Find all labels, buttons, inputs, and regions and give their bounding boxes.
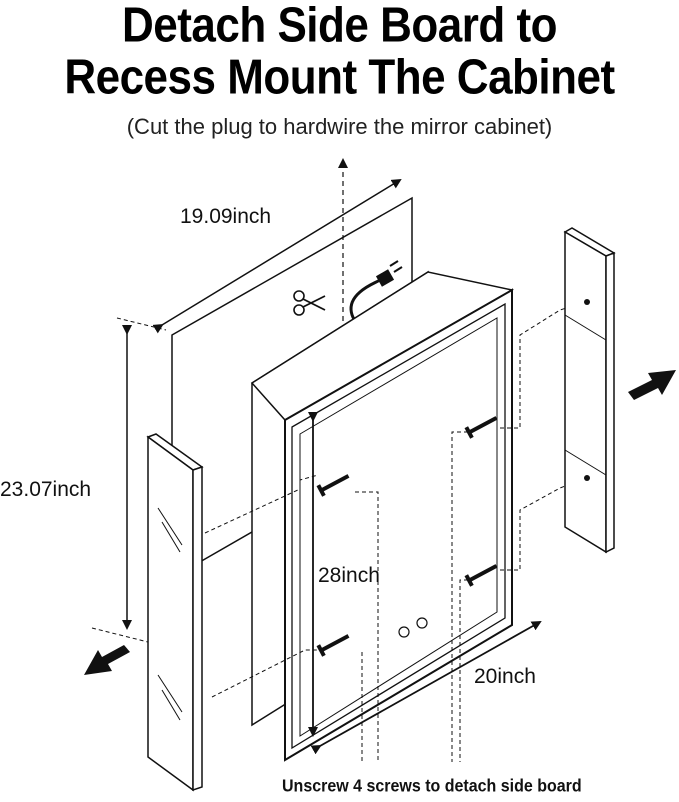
touch-button-icon	[398, 617, 428, 638]
screw-icon	[316, 416, 498, 657]
height-front-label: 28inch	[318, 564, 380, 587]
footer-caption: Unscrew 4 screws to detach side board	[282, 777, 582, 796]
left-side-board	[146, 433, 204, 792]
width-back-label: 19.09inch	[180, 205, 272, 228]
scissors-icon	[293, 290, 326, 316]
back-width-dimension-line	[152, 178, 402, 334]
front-width-dimension-line	[310, 621, 542, 755]
subtitle: (Cut the plug to hardwire the mirror cab…	[126, 114, 553, 139]
arrow-icon	[84, 370, 676, 675]
title-line-1: Detach Side Board to	[122, 0, 557, 53]
width-front-label: 20inch	[474, 665, 536, 688]
height-back-label: 23.07inch	[0, 478, 92, 501]
right-side-board	[563, 227, 616, 554]
title-line-2: Recess Mount The Cabinet	[64, 50, 615, 105]
